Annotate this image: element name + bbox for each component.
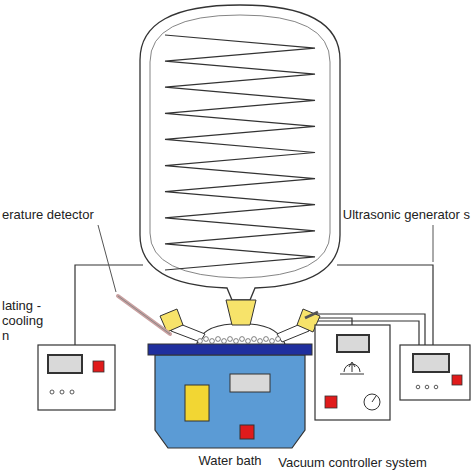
vacuum-button xyxy=(325,396,337,408)
thermometer xyxy=(118,296,170,334)
cooling-unit xyxy=(38,345,115,410)
ultrasonic-probe xyxy=(305,312,318,318)
thermometer xyxy=(118,296,170,334)
vacuum-controller-box: Vacuum controller system xyxy=(315,325,390,420)
leader-line xyxy=(433,225,434,262)
part-label: Ultrasonic generator s xyxy=(343,207,470,222)
bath-display xyxy=(230,374,270,392)
ultrasonic-generator-unit xyxy=(400,345,470,400)
ultrasonic-dots xyxy=(416,385,438,389)
condenser xyxy=(140,5,340,300)
ultrasonic-display xyxy=(413,354,449,372)
ground-glass-joint xyxy=(226,300,256,325)
water-bath-body xyxy=(155,355,305,448)
vacuum-knob xyxy=(364,394,380,410)
vacuum-gauge xyxy=(340,362,364,374)
cooling-button xyxy=(93,361,104,372)
water-bath-lid xyxy=(148,344,312,355)
part-label: erature detector xyxy=(2,207,94,222)
water-bath-box: Water bath xyxy=(155,355,305,448)
cooling-display xyxy=(48,355,82,373)
condenser-coil xyxy=(165,35,315,270)
vacuum-display xyxy=(337,335,369,352)
vacuum-knob xyxy=(372,396,376,402)
condenser-inner-wall xyxy=(150,15,330,278)
vacuum-controller-unit xyxy=(315,325,390,420)
leader-line xyxy=(98,225,116,292)
cooling-dots xyxy=(50,390,74,394)
bath-button xyxy=(240,425,254,439)
ultrasonic-button xyxy=(452,375,462,385)
cooling-system-box: lating -cooling n xyxy=(38,345,115,410)
device-label: Vacuum controller system xyxy=(267,455,438,470)
bath-panel xyxy=(185,385,209,421)
beads xyxy=(198,337,281,344)
device-label: lating -cooling n xyxy=(2,298,54,343)
